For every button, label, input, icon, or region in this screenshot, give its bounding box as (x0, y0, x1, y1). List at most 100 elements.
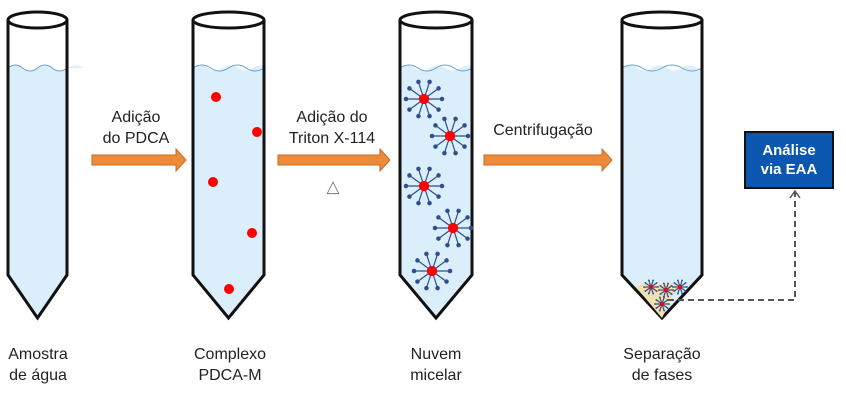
surfactant-head (407, 107, 412, 112)
surfactant-head (456, 208, 461, 214)
surfactant-head (436, 236, 441, 241)
surfactant-head (465, 236, 470, 241)
surfactant-head (403, 96, 409, 102)
caption-line: PDCA-M (198, 367, 262, 384)
surfactant-head (673, 290, 676, 292)
surfactant-head (668, 303, 670, 305)
caption-line: de água (9, 367, 67, 384)
tube-sample (6, 10, 83, 321)
surfactant-head (643, 286, 645, 288)
surfactant-head (407, 173, 412, 178)
box-line: Análise (762, 142, 816, 159)
arrow-centrifugation (483, 147, 613, 173)
surfactant-head (670, 293, 673, 295)
caption-sample: Amostra de água (0, 344, 76, 386)
surfactant-head (439, 96, 445, 102)
surfactant-head (442, 116, 447, 122)
tube-outline (398, 20, 474, 321)
tube-phases (620, 10, 704, 321)
tube-micelle (398, 10, 475, 321)
surfactant-head (644, 290, 647, 292)
heat-triangle-icon: △ (326, 177, 340, 196)
liquid (8, 65, 83, 318)
caption-line: Nuvem (410, 346, 462, 363)
surfactant-head (662, 282, 665, 285)
surfactant-head (435, 251, 440, 257)
metal-complex-dot (211, 92, 221, 102)
surfactant-head (427, 79, 432, 85)
surfactant-head (681, 292, 684, 295)
surfactant-head (667, 282, 670, 285)
liquid (622, 65, 702, 318)
arrow-label-line: do PDCA (102, 130, 170, 147)
arrow-label-line: Triton X-114 (288, 130, 376, 147)
liquid (400, 65, 475, 318)
surfactant-head (415, 279, 420, 284)
surfactant-head (654, 303, 656, 305)
surfactant-head (676, 279, 679, 282)
water-line (399, 64, 473, 72)
surfactant-head (462, 123, 467, 128)
metal-ion (678, 285, 682, 289)
micelle (658, 282, 674, 298)
metal-ion (447, 222, 459, 234)
surfactant-head (416, 166, 421, 172)
surfactant-head (411, 268, 417, 274)
surfactant-head (415, 258, 420, 263)
surfactant-head (655, 307, 658, 309)
surfactant-head (433, 123, 438, 128)
surfactant-head (465, 133, 471, 139)
surfactant-head (424, 285, 429, 291)
surfactant-head (672, 286, 674, 288)
surfactant-head (439, 183, 445, 189)
surfactant-head (427, 113, 432, 119)
surfactant-head (655, 290, 658, 292)
metal-ion (426, 265, 438, 277)
caption-line: Complexo (193, 346, 267, 363)
surfactant-head (416, 113, 421, 119)
surfactant-head (416, 79, 421, 85)
tube-rim (620, 10, 704, 30)
surfactant-head (444, 258, 449, 263)
surfactant-head (445, 242, 450, 248)
surfactant-head (445, 208, 450, 214)
caption-micelle-cloud: Nuvem micelar (396, 344, 476, 386)
arrow-label-pdca: Adição do PDCA (86, 107, 186, 149)
surfactant-head (667, 295, 670, 298)
surfactant-head (444, 279, 449, 284)
caption-line: Separação (623, 346, 701, 363)
metal-ion (664, 288, 668, 292)
surfactant-head (403, 183, 409, 189)
surfactant-head (432, 225, 438, 231)
surfactant-head (468, 225, 474, 231)
surfactant-head (456, 242, 461, 248)
dashed-arrowhead (789, 189, 801, 199)
surfactant-head (672, 289, 674, 291)
tube-outline (191, 20, 266, 321)
caption-line: Amostra (8, 346, 68, 363)
surfactant-head (659, 293, 662, 295)
liquid (193, 65, 268, 318)
surfactant-head (427, 166, 432, 172)
surfactant-head (436, 173, 441, 178)
micelle (403, 166, 445, 206)
micelle (672, 279, 688, 295)
dashed-connector (668, 192, 796, 301)
surfactant-head (644, 282, 647, 284)
metal-complex-dot (208, 177, 218, 187)
micelle (432, 208, 474, 248)
tube-rim (398, 10, 474, 30)
surfactant-head (663, 296, 666, 299)
arrow-add-pdca (91, 147, 187, 173)
metal-ion (418, 93, 430, 105)
surfactant-head (436, 107, 441, 112)
arrow-label-line: Adição (111, 109, 161, 126)
metal-complex-dot (224, 284, 234, 294)
surfactant-head (663, 309, 666, 312)
caption-line: micelar (410, 367, 462, 384)
surfactant-head (453, 150, 458, 156)
